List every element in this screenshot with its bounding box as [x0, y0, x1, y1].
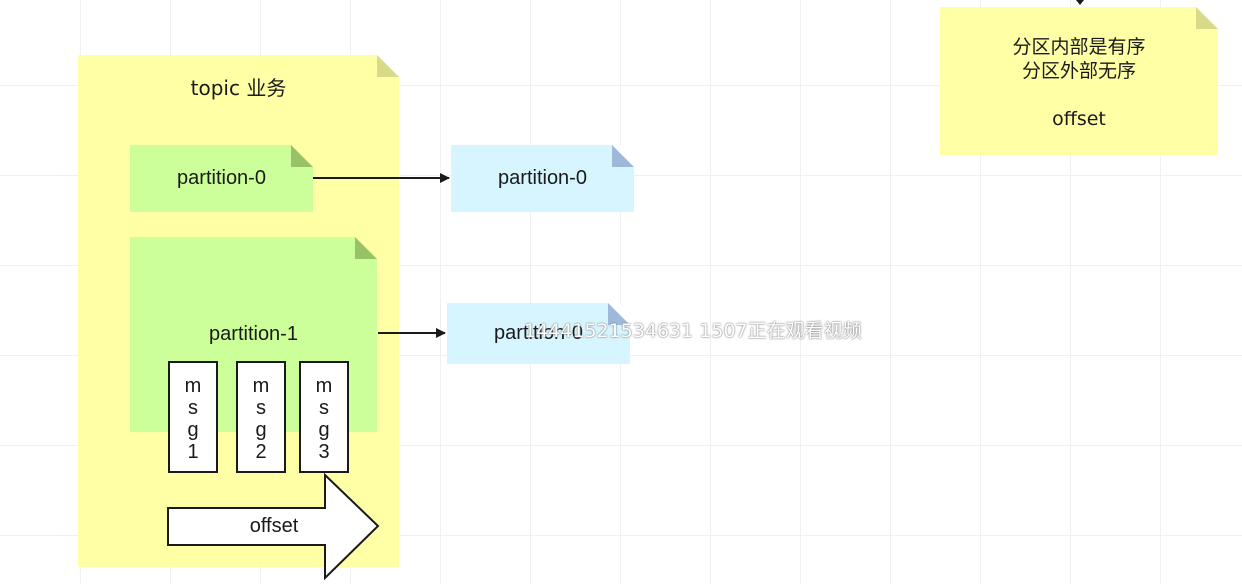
- viewer-watermark: 14441521534631 1507正在观看视频: [524, 320, 862, 342]
- note-fold-corner: [612, 145, 634, 167]
- note-fold-corner: [608, 303, 630, 325]
- message-char: g: [255, 419, 267, 441]
- partition-0-right-top[interactable]: partition-0: [451, 145, 634, 212]
- message-char: g: [187, 419, 199, 441]
- arrow-connector-top-stub: [1076, 0, 1084, 5]
- note-line-1: 分区内部是有序: [1012, 36, 1146, 58]
- topic-title: topic 业务: [190, 76, 287, 100]
- offset-block-arrow: [167, 472, 380, 581]
- message-box-3[interactable]: m s g 3: [299, 361, 349, 473]
- message-box-2[interactable]: m s g 2: [236, 361, 286, 473]
- partition-label: partition-0: [498, 167, 587, 189]
- partition-label: partition-1: [209, 323, 298, 345]
- message-char: g: [318, 419, 330, 441]
- note-line-3: offset: [1052, 108, 1106, 130]
- message-char: 1: [187, 441, 199, 463]
- partition-0-left[interactable]: partition-0: [130, 145, 313, 212]
- ordering-note[interactable]: 分区内部是有序 分区外部无序 offset: [940, 7, 1218, 155]
- partition-label: partition-0: [177, 167, 266, 189]
- message-char: m: [252, 375, 270, 397]
- offset-arrow-label: offset: [249, 515, 299, 537]
- note-fold-corner: [355, 237, 377, 259]
- message-char: s: [256, 397, 266, 419]
- partition-label: partition-0: [494, 322, 583, 344]
- note-fold-corner: [1196, 7, 1218, 29]
- note-line-2: 分区外部无序: [1021, 60, 1136, 82]
- message-char: s: [188, 397, 198, 419]
- partition-0-right-bottom[interactable]: partition-0: [447, 303, 630, 364]
- note-fold-corner: [377, 55, 399, 77]
- message-char: 2: [255, 441, 267, 463]
- message-char: 3: [318, 441, 330, 463]
- message-char: m: [315, 375, 333, 397]
- message-box-1[interactable]: m s g 1: [168, 361, 218, 473]
- message-char: m: [184, 375, 202, 397]
- note-fold-corner: [291, 145, 313, 167]
- message-char: s: [319, 397, 329, 419]
